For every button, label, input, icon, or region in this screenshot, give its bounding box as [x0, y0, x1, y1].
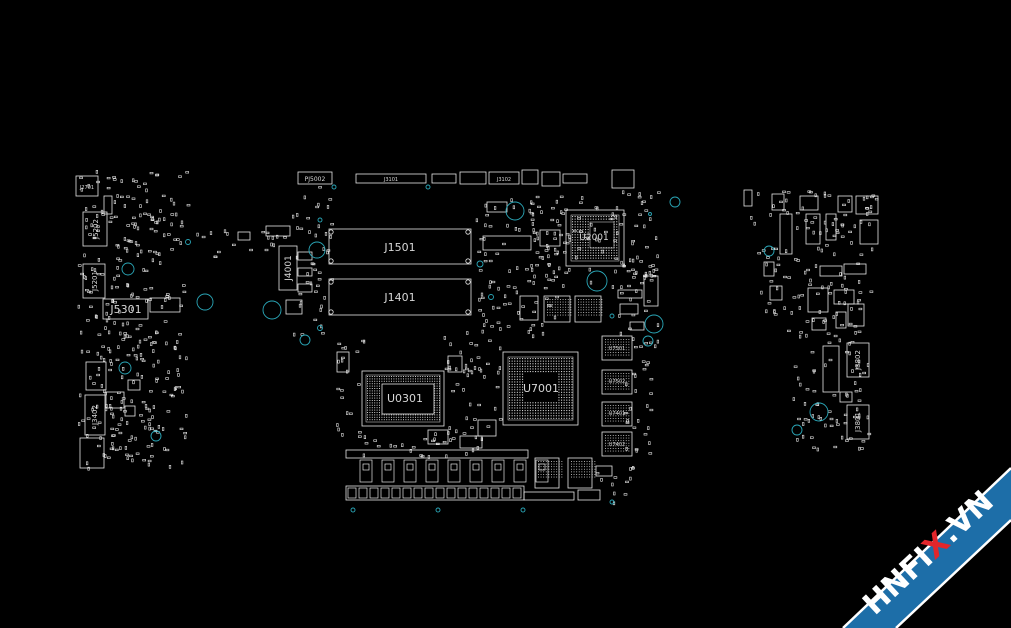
via — [648, 212, 652, 216]
via — [609, 313, 615, 319]
left-panel — [75, 175, 181, 469]
via — [350, 507, 356, 513]
connector-j5301[interactable] — [102, 298, 149, 320]
via — [488, 294, 494, 300]
label-pj5002: PJ5002 — [305, 176, 326, 183]
label-u7501: U7501 — [609, 346, 625, 352]
label-u2001: U2001 — [579, 233, 609, 243]
connector-j5202[interactable] — [82, 211, 108, 247]
label-j5202: J5202 — [92, 219, 100, 240]
label-j5201: J5201 — [91, 271, 99, 292]
label-j3402: J3402 — [91, 405, 99, 426]
chip-u2001[interactable] — [565, 209, 625, 267]
bottom-vrm-pads — [347, 459, 549, 499]
label-j4001: J4001 — [284, 255, 294, 282]
vram-u7401[interactable] — [601, 401, 633, 427]
via — [185, 239, 191, 245]
via — [520, 507, 526, 513]
vram-u7501[interactable] — [601, 335, 633, 361]
vram-u7502[interactable] — [601, 369, 633, 395]
label-j2701: J2701 — [79, 185, 94, 191]
connector-j4001[interactable] — [278, 245, 298, 291]
label-u7402: U7402 — [609, 442, 625, 448]
mounting-hole — [118, 361, 132, 375]
label-j1501: J1501 — [383, 241, 415, 254]
via — [317, 217, 323, 223]
label-j3101: J3101 — [383, 177, 398, 183]
memory-slot-j1401[interactable] — [328, 278, 472, 316]
label-j3102: J3102 — [496, 177, 511, 183]
u7001-pin-grid — [509, 358, 573, 419]
mounting-hole — [791, 424, 803, 436]
chip-u7001[interactable] — [502, 351, 579, 426]
via — [435, 507, 441, 513]
center-board — [237, 169, 659, 501]
u0301-pin-grid — [367, 376, 440, 421]
via — [609, 499, 615, 505]
chip-u0301[interactable] — [361, 370, 445, 427]
label-j1401: J1401 — [383, 291, 415, 304]
mounting-hole — [586, 270, 608, 292]
vram-u7402[interactable] — [601, 431, 633, 457]
mounting-hole — [121, 262, 135, 276]
mounting-hole — [308, 241, 326, 259]
small-components — [77, 170, 879, 506]
label-j5301: J5301 — [109, 303, 141, 316]
connector-j2701[interactable] — [75, 175, 99, 197]
label-j3801: J3801 — [854, 412, 862, 433]
memory-slot-j1501[interactable] — [328, 228, 472, 265]
via — [476, 260, 484, 268]
component-labels: J1501 J1401 U0301 U7001 U2001 J5301 J270… — [79, 176, 862, 448]
mounting-hole — [763, 245, 775, 257]
connector-j3102[interactable] — [488, 171, 520, 185]
connector-j3402[interactable] — [84, 394, 106, 436]
label-u7001: U7001 — [523, 382, 559, 395]
mounting-hole — [196, 293, 214, 311]
connector-j5201[interactable] — [82, 263, 106, 299]
right-panel — [743, 189, 879, 440]
mounting-hole — [644, 314, 664, 334]
mounting-hole — [299, 334, 311, 346]
mounting-hole — [809, 402, 829, 422]
connector-j3802[interactable] — [846, 342, 870, 378]
via — [425, 184, 431, 190]
connector-pj5002[interactable] — [297, 171, 333, 185]
mounting-hole — [505, 201, 525, 221]
mounting-hole — [669, 196, 681, 208]
label-u7401: U7401 — [609, 411, 625, 417]
mounting-hole — [642, 335, 654, 347]
label-u7502: U7502 — [609, 379, 625, 385]
mounting-hole — [150, 430, 162, 442]
connector-j3101[interactable] — [355, 173, 427, 184]
label-j3802: J3802 — [854, 350, 862, 371]
label-u0301: U0301 — [387, 392, 423, 405]
via — [317, 325, 323, 331]
mounting-holes — [118, 184, 829, 513]
via — [331, 184, 337, 190]
vram-pin-grid — [538, 299, 630, 478]
mounting-hole — [262, 300, 282, 320]
